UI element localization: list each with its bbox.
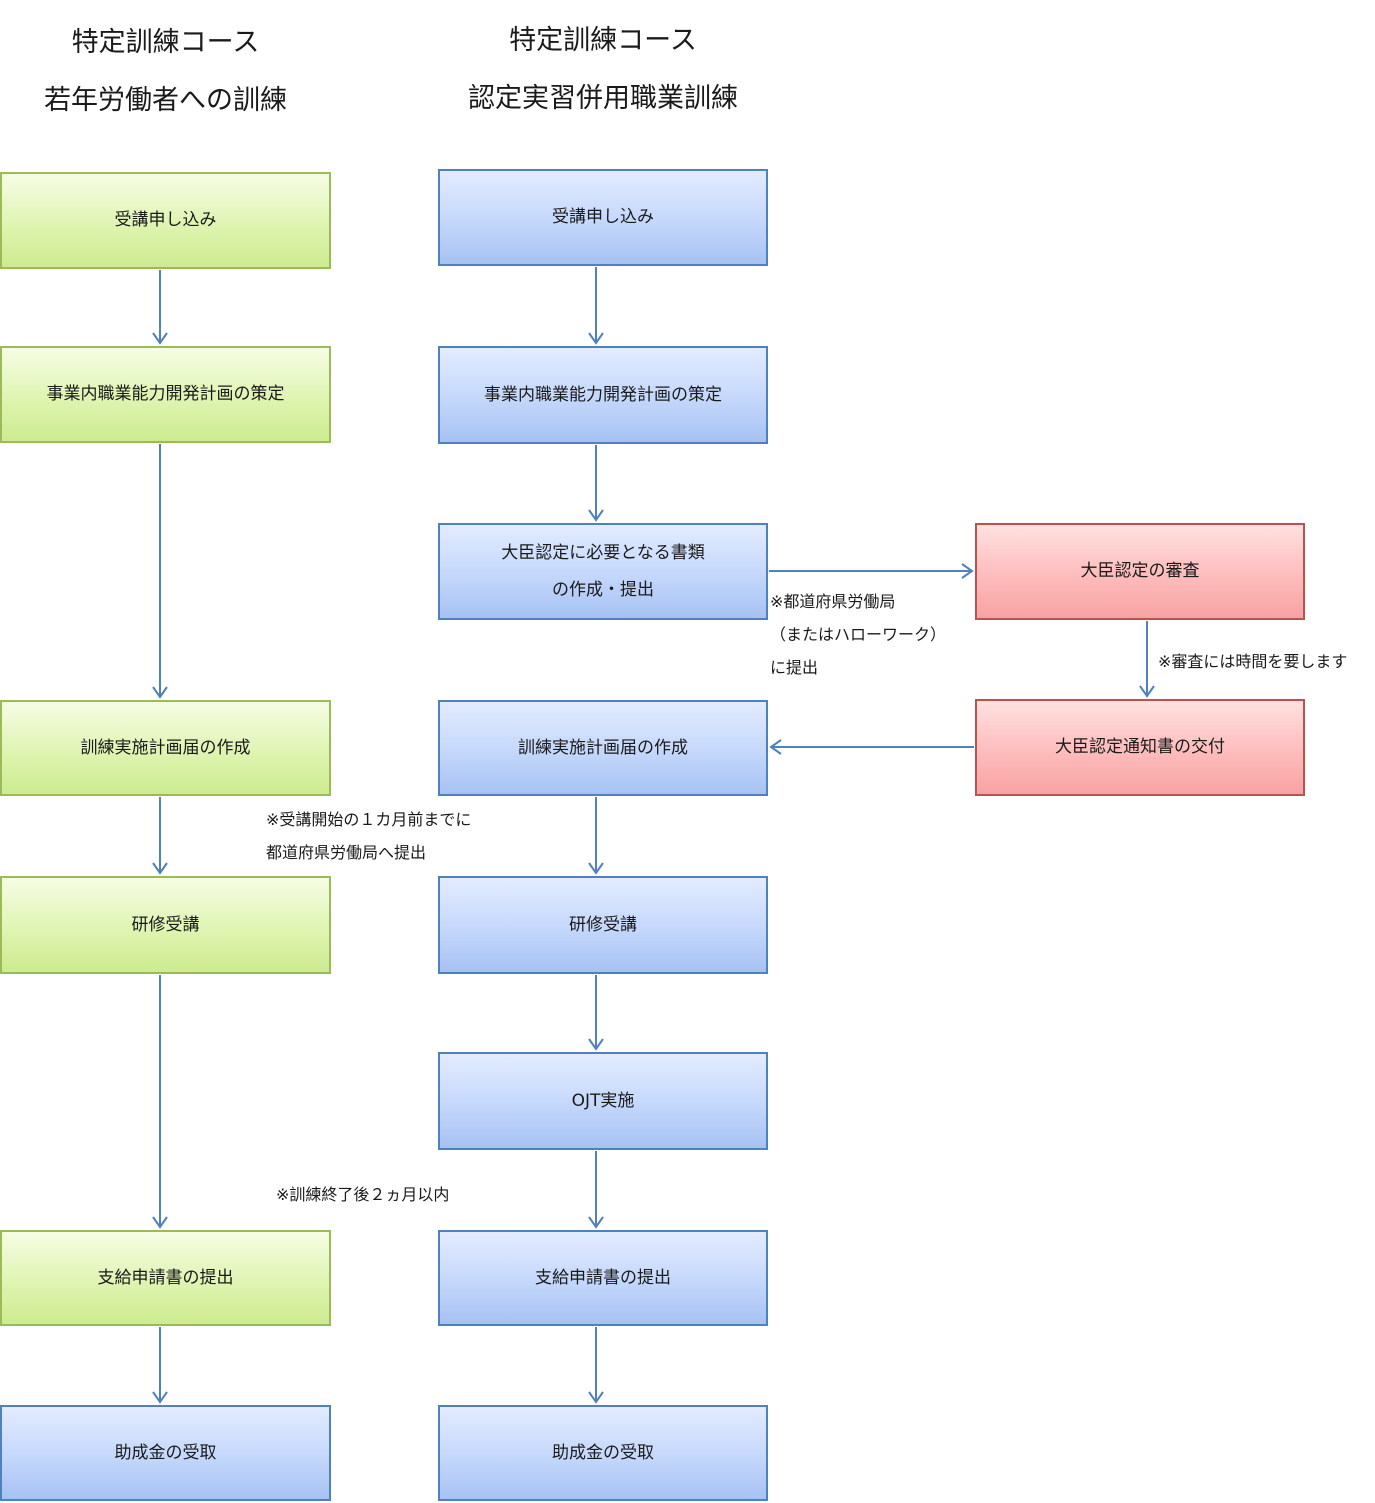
note-within-two-months: ※訓練終了後２ヵ月以内 [276,1185,450,1204]
arrowhead-left-2 [152,686,168,699]
middle-step-label: 研修受講 [569,914,637,935]
arrowhead-middle-6 [588,1391,604,1404]
left-step-application: 受講申し込み [0,172,331,269]
arrowhead-left-4 [152,1216,168,1229]
arrowhead-middle-3 [588,862,604,875]
left-step-development-plan: 事業内職業能力開発計画の策定 [0,346,331,443]
middle-step-ojt: OJT実施 [438,1052,768,1150]
arrowhead-left-3 [152,862,168,875]
note-line: 都道府県労働局へ提出 [266,843,427,862]
arrowhead-to-review [961,563,974,579]
middle-step-receive-subsidy: 助成金の受取 [438,1405,768,1501]
left-step-attend-training: 研修受講 [0,876,331,974]
middle-step-label: 受講申し込み [552,207,654,227]
middle-step-label-line-1: 大臣認定に必要となる書類 [501,542,705,563]
middle-step-label: 助成金の受取 [552,1442,654,1463]
arrowhead-middle-5 [588,1216,604,1229]
note-line: ※受講開始の１カ月前までに [266,810,472,829]
arrowhead-left-5 [152,1391,168,1404]
right-step-notification: 大臣認定通知書の交付 [975,699,1305,796]
note-line: に提出 [770,658,819,677]
middle-column-title: 特定訓練コース 認定実習併用職業訓練 [438,25,768,116]
arrowhead-middle-2 [588,509,604,522]
left-column-title: 特定訓練コース 若年労働者への訓練 [0,27,331,118]
middle-step-label-line-2: の作成・提出 [552,579,654,600]
left-step-label: 事業内職業能力開発計画の策定 [46,384,285,404]
middle-step-documents: 大臣認定に必要となる書類 の作成・提出 [438,523,768,620]
middle-step-development-plan: 事業内職業能力開発計画の策定 [438,346,768,444]
middle-title-line-2: 認定実習併用職業訓練 [468,83,738,115]
left-step-label: 受講申し込み [114,210,217,230]
left-step-receive-subsidy: 助成金の受取 [0,1405,331,1501]
right-step-review: 大臣認定の審査 [975,523,1305,620]
note-submit-to-bureau: ※都道府県労働局 （またはハローワーク） に提出 [770,585,946,684]
right-step-label: 大臣認定通知書の交付 [1055,737,1225,757]
left-step-label: 訓練実施計画届の作成 [80,737,251,758]
middle-step-application: 受講申し込み [438,169,768,266]
middle-step-attend-training: 研修受講 [438,876,768,974]
left-step-label: 助成金の受取 [114,1442,217,1463]
left-step-submit-application: 支給申請書の提出 [0,1230,331,1326]
note-one-month-before: ※受講開始の１カ月前までに 都道府県労働局へ提出 [266,803,471,869]
left-title-line-2: 若年労働者への訓練 [44,85,287,117]
middle-title-line-1: 特定訓練コース [509,25,697,56]
arrowhead-middle-4 [588,1038,604,1051]
note-line: ※都道府県労働局 [770,592,896,611]
middle-step-label: 支給申請書の提出 [535,1267,671,1288]
middle-step-label: 事業内職業能力開発計画の策定 [484,384,722,405]
note-line: （またはハローワーク） [770,625,947,644]
left-step-label: 支給申請書の提出 [97,1267,234,1288]
note-review-time: ※審査には時間を要します [1158,652,1348,671]
left-step-training-plan: 訓練実施計画届の作成 [0,700,331,796]
arrowhead-middle-1 [588,332,604,345]
arrowhead-left-1 [152,332,168,345]
middle-step-label: OJT実施 [571,1090,635,1111]
middle-step-training-plan: 訓練実施計画届の作成 [438,700,768,796]
right-step-label: 大臣認定の審査 [1080,561,1200,581]
middle-step-label: 訓練実施計画届の作成 [518,737,688,758]
arrowhead-review-to-notification [1139,685,1155,698]
left-step-label: 研修受講 [131,914,200,935]
arrowhead-notification-to-plan [769,739,782,755]
middle-step-submit-application: 支給申請書の提出 [438,1230,768,1326]
left-title-line-1: 特定訓練コース [71,27,260,58]
